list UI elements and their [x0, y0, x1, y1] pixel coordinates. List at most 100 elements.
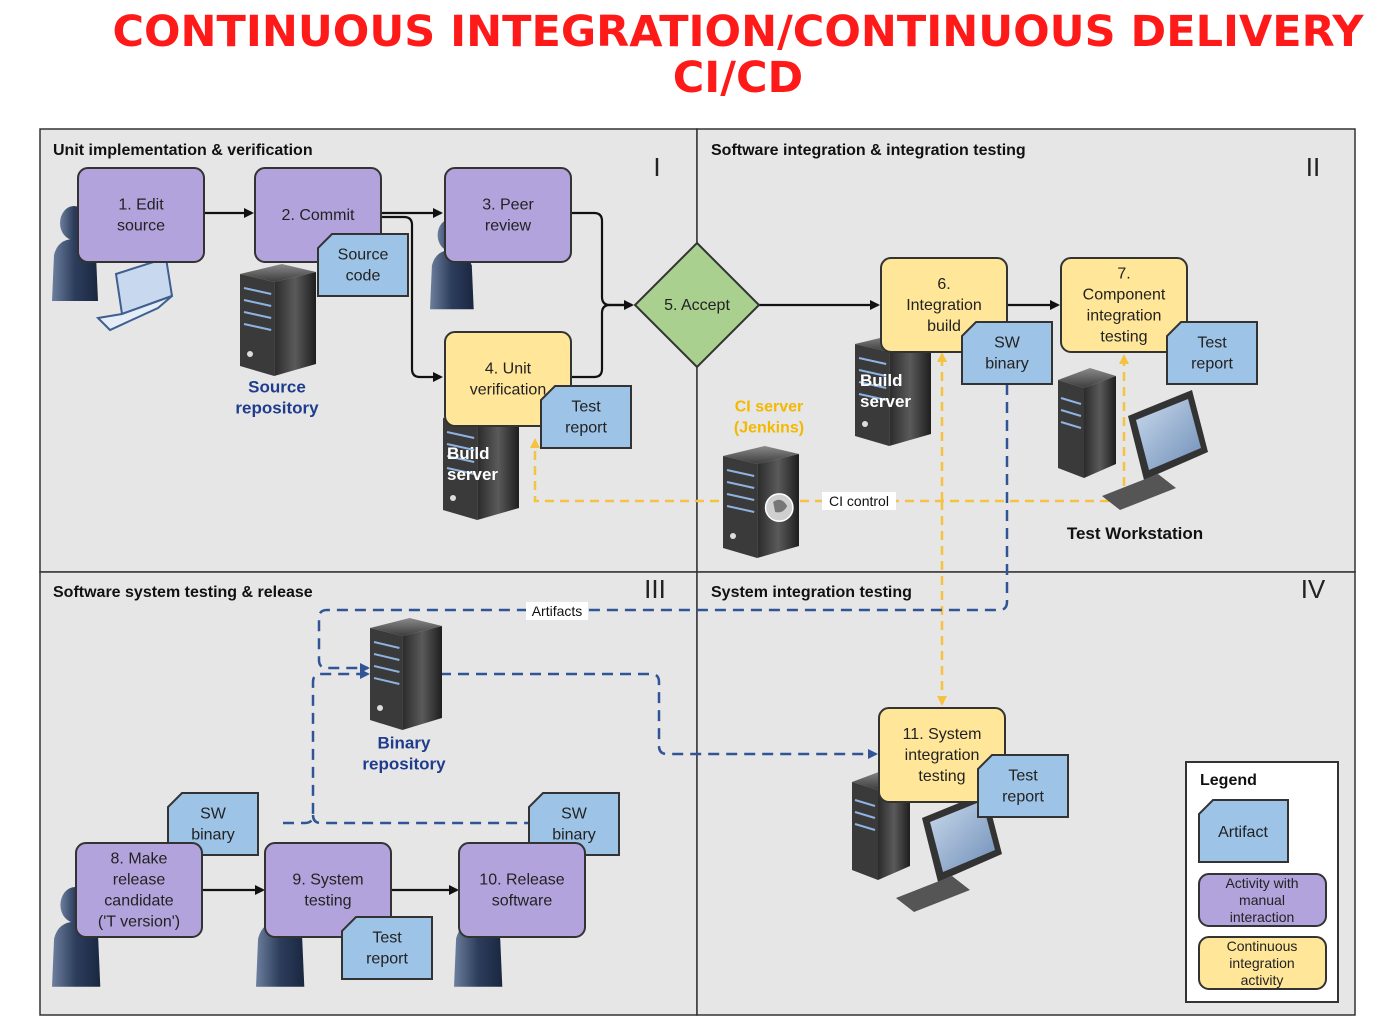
caption-ci-server-line-2: (Jenkins): [734, 420, 804, 437]
activity-10-release-software-box: [458, 842, 586, 938]
activity-4-unit-verification-line-2: verification: [470, 382, 546, 399]
artifact-test-report-7-line-2: report: [1191, 356, 1233, 373]
activity-7-component-integration-testing-line-3: integration: [1087, 308, 1162, 325]
artifact-sw-binary-10-line-2: binary: [552, 827, 596, 844]
server-icon-ci-jenkins: [723, 446, 799, 558]
artifact-source-code-shape: [317, 233, 409, 297]
activity-8-make-release-candidate-line-2: release: [113, 872, 166, 889]
workstation-icon-test: [1058, 368, 1208, 510]
quadrant-4-numeral: IV: [1301, 574, 1326, 604]
activity-7-component-integration-testing-line-4: testing: [1100, 329, 1147, 346]
ci-control-label: CI control: [829, 493, 889, 509]
artifacts-line-from-release-candidate: [283, 669, 370, 825]
activity-10-release-software: 10. Release software: [458, 842, 586, 938]
artifact-test-report-9-shape: [341, 916, 433, 980]
caption-ci-server-line-1: CI server: [735, 399, 804, 416]
artifact-test-report-4-line-1: Test: [571, 399, 601, 416]
caption-source-repository-line-2: repository: [235, 399, 319, 418]
quadrant-4-title: System integration testing: [711, 584, 912, 601]
caption-build-server-2-line-2: server: [860, 392, 911, 411]
artifact-sw-binary-8: SW binary: [167, 792, 259, 856]
activity-8-make-release-candidate-line-4: ('T version'): [98, 914, 180, 931]
activity-10-release-software-line-2: software: [492, 893, 553, 910]
activity-9-system-testing-line-1: 9. System: [292, 872, 363, 889]
server-icon-binary-repository: [370, 618, 442, 730]
ci-control-line-to-unit-verification: [530, 438, 1124, 503]
legend-manual-activity-line-3: interaction: [1230, 909, 1295, 925]
legend-ci-activity-line-2: integration: [1229, 955, 1294, 971]
caption-binary-repository-line-2: repository: [362, 755, 446, 774]
activity-7-component-integration-testing: 7. Component integration testing: [1060, 257, 1188, 353]
quadrant-1-title: Unit implementation & verification: [53, 142, 313, 159]
activity-6-integration-build-line-1: 6.: [937, 276, 950, 293]
artifact-sw-binary-8-shape: [167, 792, 259, 856]
title-line-2: CI/CD: [673, 53, 804, 103]
quadrant-2-title: Software integration & integration testi…: [711, 142, 1026, 159]
quadrant-2-numeral: II: [1306, 152, 1320, 182]
artifacts-line-to-system-integration: [440, 672, 878, 759]
activity-8-make-release-candidate-line-3: candidate: [104, 893, 173, 910]
arrow-unit-verification-to-accept: [571, 303, 632, 379]
activity-1-edit-source-box: [77, 167, 205, 263]
activity-7-component-integration-testing-box: [1060, 257, 1188, 353]
activity-9-system-testing-box: [264, 842, 392, 938]
activity-3-peer-review-line-2: review: [485, 218, 532, 235]
artifacts-line-to-release-binary: [311, 814, 531, 825]
activity-11-system-integration-testing-line-1: 11. System: [903, 726, 982, 743]
artifact-test-report-4: Test report: [540, 385, 632, 449]
artifacts-label: Artifacts: [532, 603, 583, 619]
activity-4-unit-verification-box: [444, 331, 572, 427]
activity-9-system-testing-line-2: testing: [304, 893, 351, 910]
activity-5-accept: 5. Accept: [633, 241, 761, 369]
activity-6-integration-build-line-2: Integration: [906, 297, 982, 314]
activity-1-edit-source-line-1: 1. Edit: [118, 197, 164, 214]
artifact-test-report-7-shape: [1166, 321, 1258, 385]
caption-build-server-2-line-1: Build: [860, 371, 903, 390]
activity-3-peer-review-line-1: 3. Peer: [482, 197, 534, 214]
legend-artifact-label: Artifact: [1218, 824, 1268, 841]
legend-ci-activity-line-3: activity: [1241, 972, 1284, 988]
caption-build-server-1-line-1: Build: [447, 444, 490, 463]
caption-binary-repository-line-1: Binary: [378, 734, 431, 753]
artifact-source-code-line-1: Source: [338, 247, 389, 264]
artifact-test-report-4-shape: [540, 385, 632, 449]
artifact-test-report-4-line-2: report: [565, 420, 607, 437]
activity-1-edit-source-line-2: source: [117, 218, 165, 235]
artifact-sw-binary-8-line-2: binary: [191, 827, 235, 844]
activity-4-unit-verification-line-1: 4. Unit: [485, 361, 532, 378]
connectors: [202, 208, 1129, 895]
activity-10-release-software-line-1: 10. Release: [479, 872, 564, 889]
legend-ci-activity-line-1: Continuous: [1227, 938, 1298, 954]
artifact-test-report-11-shape: [977, 754, 1069, 818]
artifacts-line-from-sw-binary: [317, 384, 1009, 673]
legend-manual-activity-box: [1198, 873, 1327, 927]
activity-2-commit-line-1: 2. Commit: [282, 207, 355, 224]
activity-7-component-integration-testing-line-2: Component: [1083, 287, 1166, 304]
arrow-commit-to-unit-verification: [381, 215, 443, 382]
activity-4-unit-verification: 4. Unit verification: [444, 331, 572, 427]
server-icon-build-2: [855, 334, 931, 446]
activity-11-system-integration-testing-line-3: testing: [918, 768, 965, 785]
artifact-sw-binary-10-line-1: SW: [561, 806, 588, 823]
artifact-test-report-9-line-2: report: [366, 951, 408, 968]
ci-control-label-bg: [822, 492, 896, 510]
artifact-sw-binary-10: SW binary: [528, 792, 620, 856]
artifact-sw-binary-8-line-1: SW: [200, 806, 227, 823]
activity-7-component-integration-testing-line-1: 7.: [1117, 266, 1130, 283]
artifact-sw-binary-6-shape: [961, 321, 1053, 385]
activity-9-system-testing: 9. System testing: [264, 842, 392, 938]
activity-11-system-integration-testing-line-2: integration: [905, 747, 980, 764]
laptop-icon: [95, 256, 174, 332]
